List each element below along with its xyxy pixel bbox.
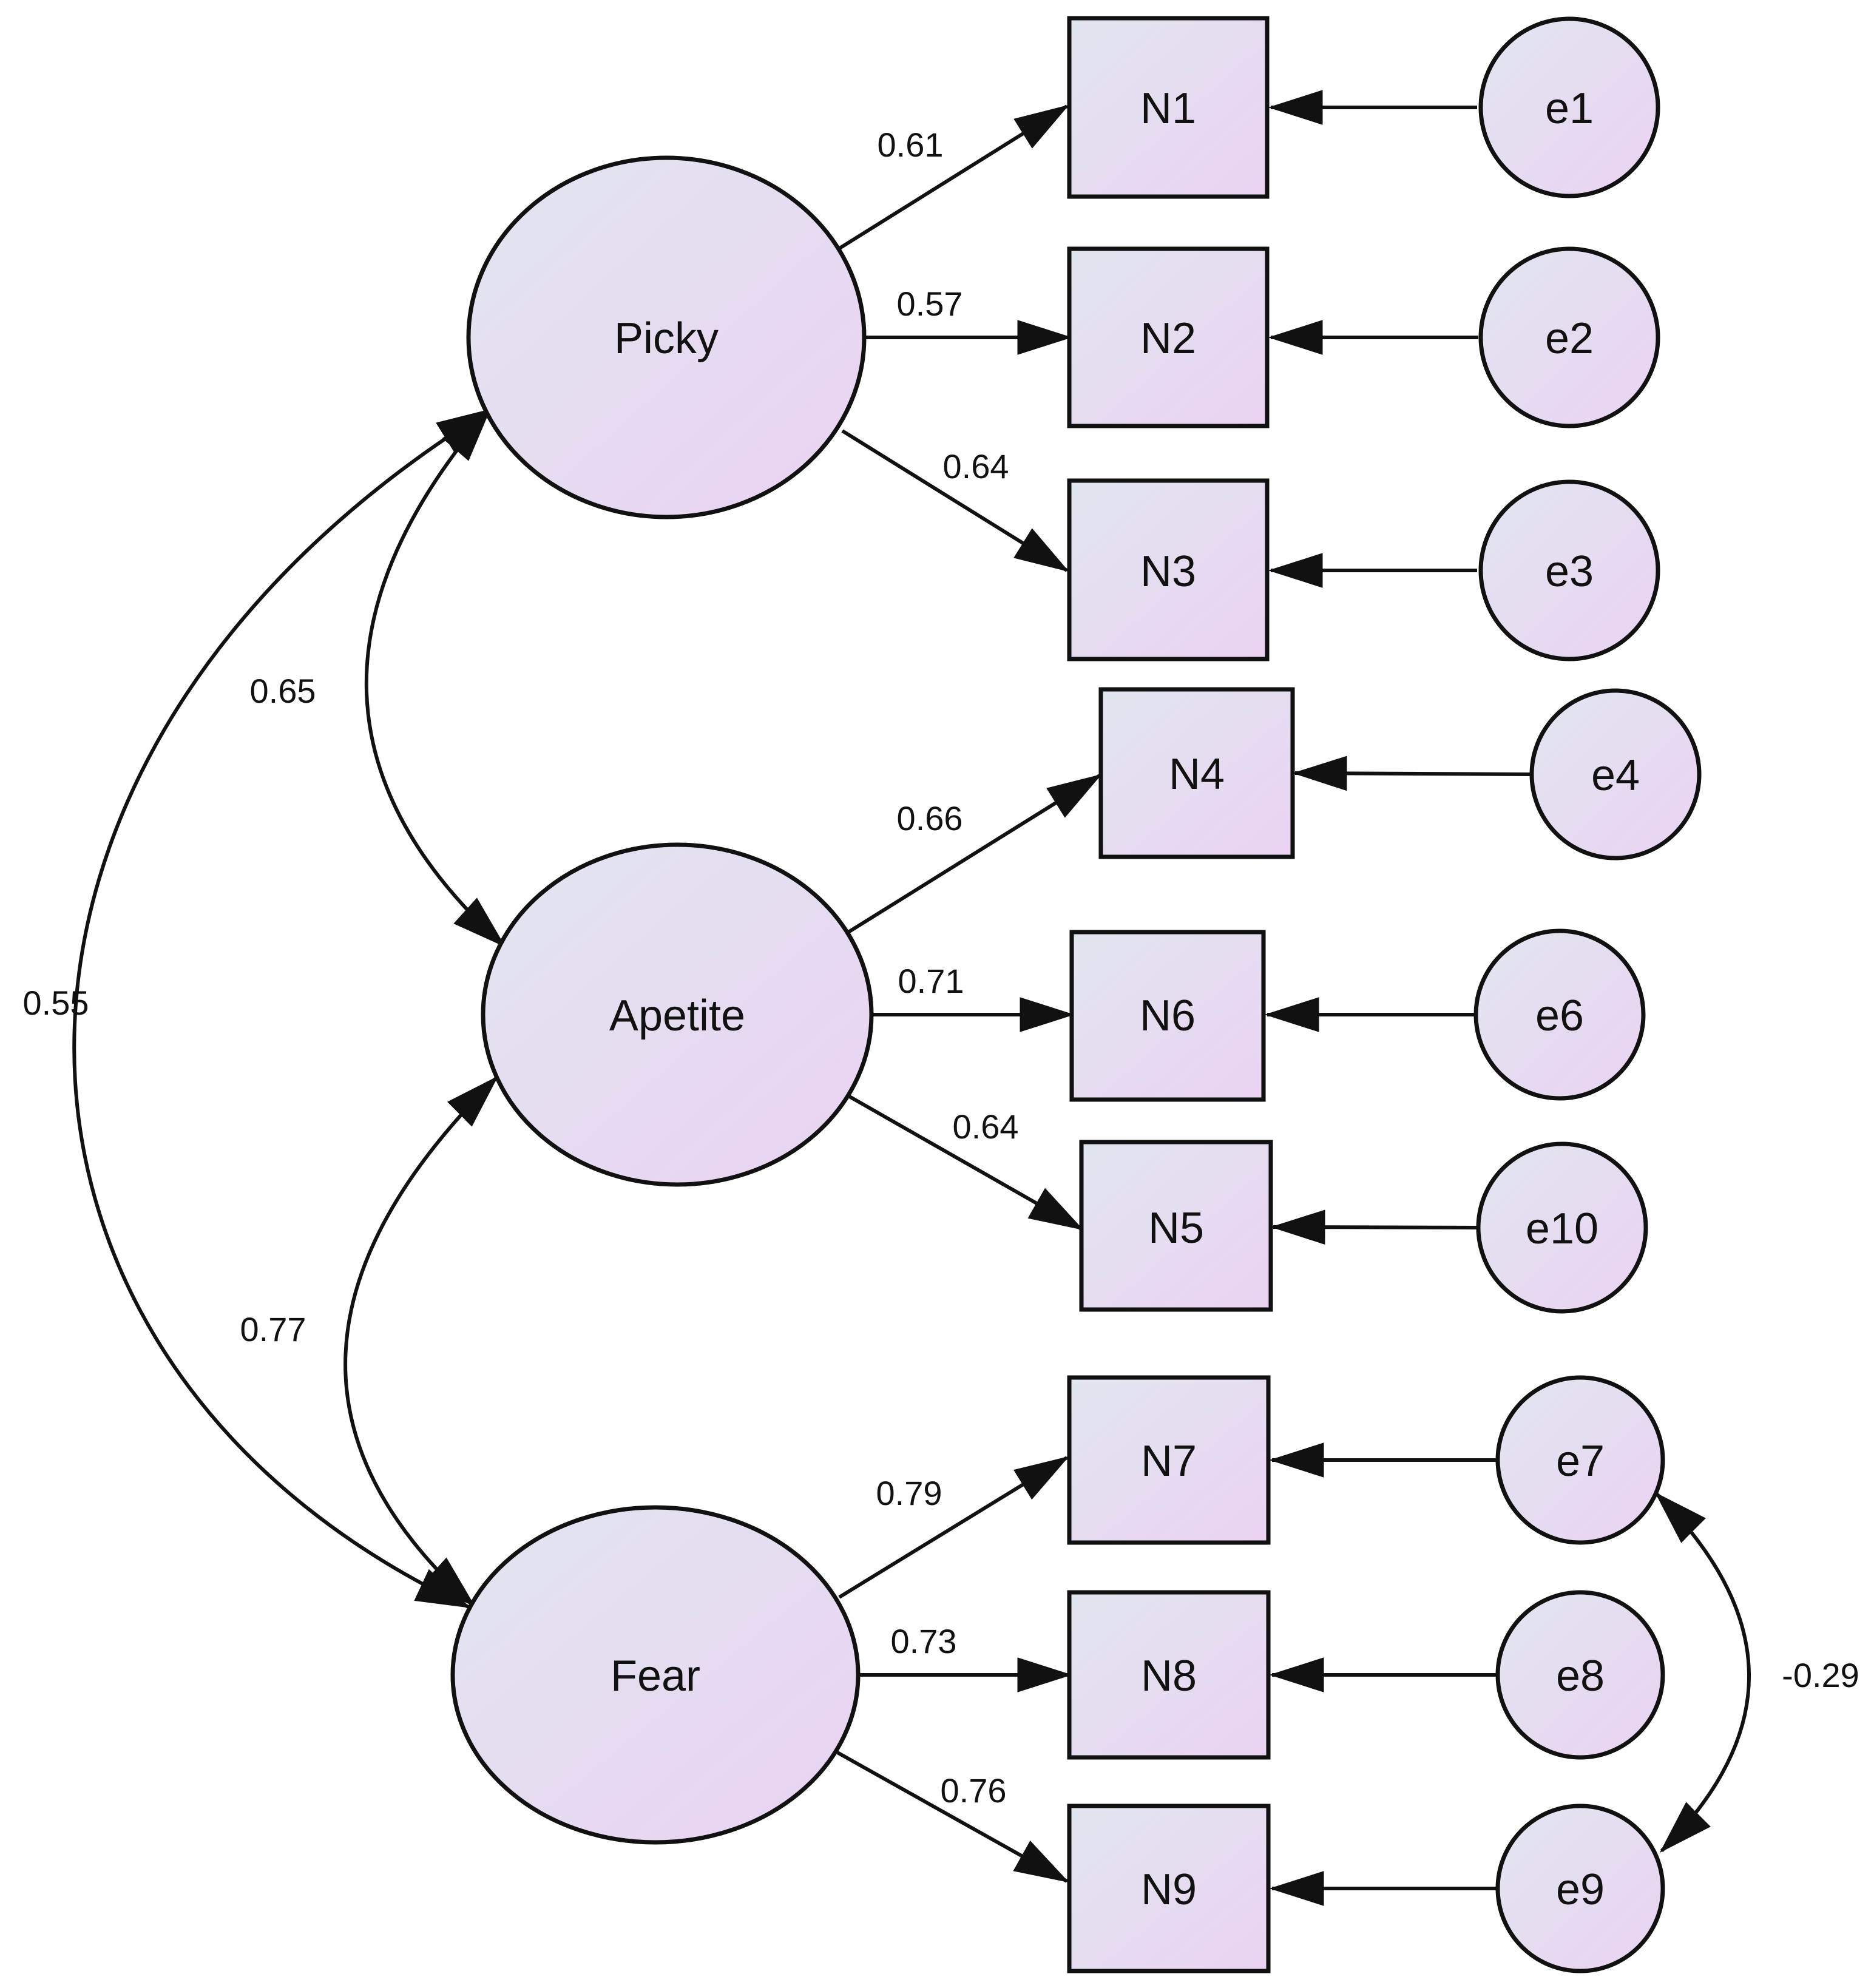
error-circle-e6: [1473, 928, 1646, 1101]
indicator-label: N8: [1141, 1652, 1197, 1700]
error-circle-e8: [1495, 1590, 1665, 1760]
loading-label-fear-n9: 0.76: [941, 1771, 1007, 1810]
correlation-label-picky-apetite: 0.65: [250, 672, 316, 710]
indicator-label: N1: [1140, 84, 1196, 133]
latent-factors: Picky Apetite Fear: [450, 155, 874, 1845]
indicator-label: N5: [1148, 1204, 1204, 1253]
indicator-box-n8: [1067, 1590, 1271, 1760]
error-arrow-e10-n5: [1270, 1209, 1479, 1245]
loading-arrow-apetite-n5: [847, 1094, 1084, 1231]
indicator-box-n4: [1098, 687, 1295, 859]
error-circle-e9: [1495, 1804, 1665, 1973]
loading-label-picky-n1: 0.61: [878, 126, 944, 164]
loading-label-fear-n8: 0.73: [891, 1622, 957, 1660]
latent-factor-fear: [450, 1505, 861, 1845]
correlation-arc-picky-fear: [72, 408, 492, 1609]
loading-label-fear-n7: 0.79: [876, 1474, 942, 1512]
error-circle-e7: [1495, 1375, 1665, 1545]
indicator-box-n7: [1067, 1375, 1271, 1545]
correlation-arc-apetite-fear: [343, 1075, 499, 1608]
latent-factor-label: Fear: [611, 1652, 700, 1700]
error-circle-e1: [1478, 16, 1660, 198]
error-circle-e10: [1476, 1141, 1648, 1314]
loading-arrow-fear-n9: [836, 1751, 1069, 1883]
error-label: e3: [1545, 547, 1594, 596]
coefficient-labels: 0.61 0.57 0.64 0.66 0.71 0.64 0.79 0.73 …: [23, 126, 1859, 1810]
loading-label-apetite-n6: 0.71: [898, 962, 964, 1000]
indicator-box-n9: [1067, 1804, 1271, 1973]
latent-factor-label: Apetite: [609, 992, 745, 1040]
indicator-label: N2: [1140, 314, 1196, 363]
error-label: e6: [1535, 992, 1584, 1040]
error-label: e8: [1556, 1652, 1605, 1700]
correlation-label-e7-e9: -0.29: [1782, 1656, 1859, 1694]
indicator-box-n6: [1069, 930, 1266, 1102]
indicator-label: N9: [1141, 1865, 1197, 1914]
error-label: e2: [1545, 314, 1594, 363]
indicator-label: N4: [1169, 750, 1225, 799]
error-label: e9: [1556, 1865, 1605, 1914]
error-circle-e4: [1529, 688, 1702, 860]
indicator-box-n2: [1067, 246, 1270, 428]
error-circle-e2: [1478, 246, 1660, 428]
edges: [72, 90, 1751, 1906]
loading-label-apetite-n5: 0.64: [953, 1107, 1019, 1146]
loading-arrow-fear-n7: [838, 1456, 1069, 1599]
latent-factor-apetite: [481, 842, 874, 1187]
error-label: e10: [1526, 1205, 1598, 1253]
correlation-arc-picky-apetite: [365, 408, 506, 948]
loading-arrow-apetite-n4: [847, 774, 1102, 934]
indicator-box-n5: [1079, 1140, 1273, 1312]
indicator-label: N3: [1140, 547, 1196, 596]
latent-factor-picky: [466, 155, 867, 519]
correlation-arc-e7-e9: [1654, 1492, 1751, 1853]
error-terms: e1 e2 e3 e4 e6 e10 e7 e8 e9: [1473, 16, 1702, 1973]
correlation-label-apetite-fear: 0.77: [240, 1310, 306, 1348]
error-label: e7: [1556, 1437, 1605, 1486]
latent-factor-label: Picky: [614, 314, 719, 363]
loading-label-apetite-n4: 0.66: [897, 799, 963, 837]
indicator-label: N7: [1141, 1437, 1197, 1486]
error-label: e1: [1545, 84, 1594, 133]
loading-label-picky-n3: 0.64: [943, 447, 1009, 485]
indicator-label: N6: [1140, 992, 1196, 1040]
error-label: e4: [1591, 751, 1640, 800]
error-arrow-e4-n4: [1292, 756, 1532, 791]
loading-label-picky-n2: 0.57: [897, 285, 963, 323]
indicator-box-n1: [1067, 16, 1270, 199]
indicator-box-n3: [1067, 478, 1270, 661]
indicators: N1 N2 N3 N4 N6 N5 N7 N8 N9: [1067, 16, 1295, 1973]
loading-arrow-picky-n1: [837, 104, 1069, 251]
correlation-label-picky-fear: 0.55: [23, 984, 89, 1022]
error-circle-e3: [1478, 479, 1660, 661]
loading-arrow-picky-n3: [841, 429, 1069, 572]
